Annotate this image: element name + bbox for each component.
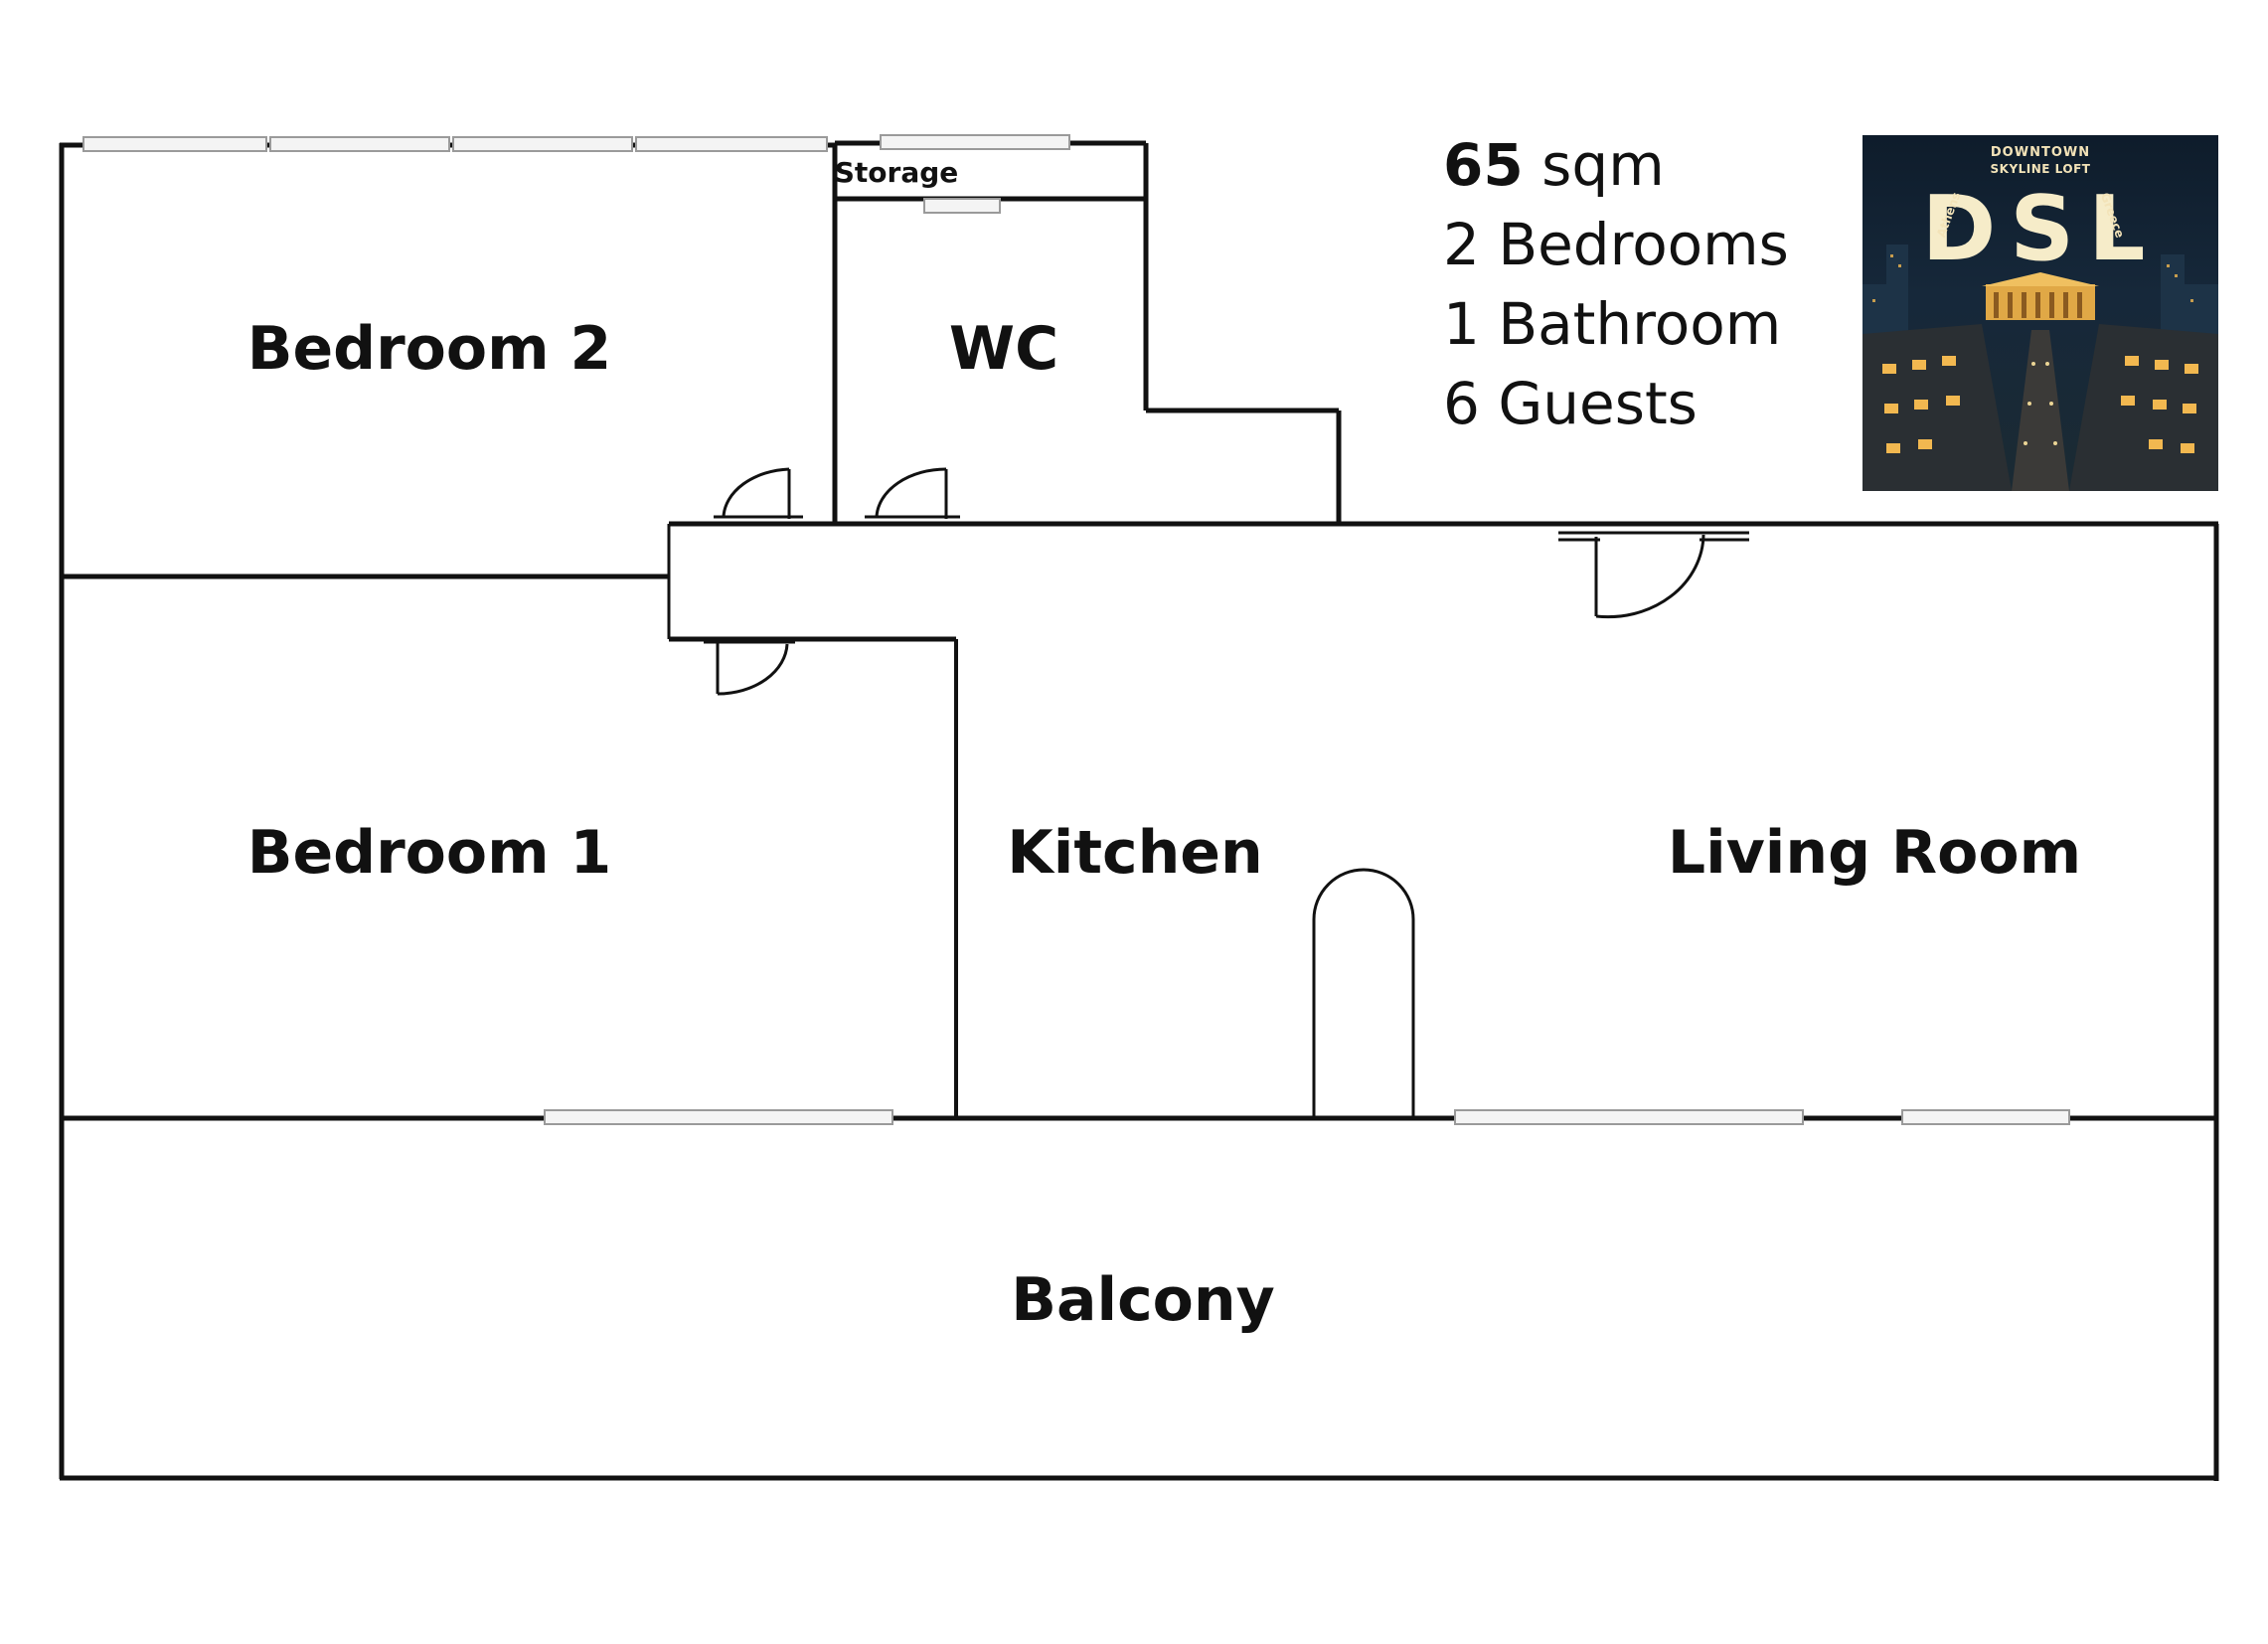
stat-area: 65 sqm [1443,125,1789,205]
door-bedroom-2 [714,467,803,519]
door-entrance [1558,531,1749,619]
walls [59,140,2219,1481]
property-stats: 65 sqm 2 Bedrooms 1 Bathroom 6 Guests [1443,125,1789,443]
door-bedroom-1 [704,640,795,696]
room-label-bedroom-1: Bedroom 1 [247,818,612,888]
stat-bedrooms: 2 Bedrooms [1443,211,1789,278]
stat-bathrooms: 1 Bathroom [1443,290,1782,358]
room-label-wc: WC [949,314,1058,384]
room-label-kitchen: Kitchen [1007,818,1262,888]
room-labels: Bedroom 2 WC Storage Bedroom 1 Kitchen L… [247,156,2081,1335]
doors [704,467,1749,696]
windows [82,134,2070,1125]
room-label-storage: Storage [835,156,959,189]
stat-guests: 6 Guests [1443,370,1698,437]
logo-initials: DSL [1921,177,2160,281]
logo-top-line: DOWNTOWN [1990,145,2091,160]
logo-sub-line: SKYLINE LOFT [1990,162,2091,176]
door-wc [865,467,960,519]
room-label-living-room: Living Room [1668,818,2081,888]
stat-area-value: 65 [1443,131,1524,199]
brand-logo: DOWNTOWN SKYLINE LOFT DSL Athens Greece [1863,135,2218,491]
logo-city-illustration [1863,245,2218,491]
room-label-bedroom-2: Bedroom 2 [247,314,612,384]
room-label-balcony: Balcony [1011,1265,1274,1335]
stat-area-unit: sqm [1523,131,1665,199]
